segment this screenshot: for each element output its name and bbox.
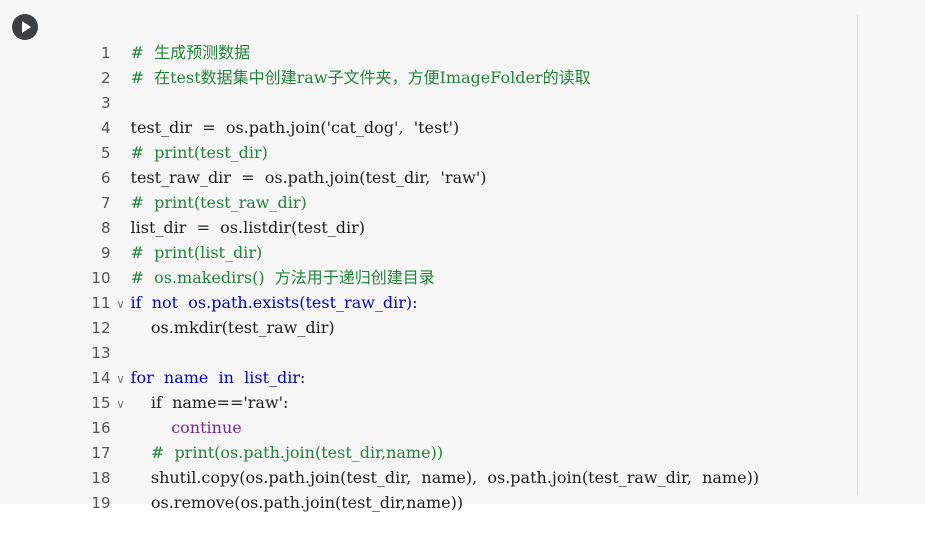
line-code: if name=='raw':: [130, 393, 289, 412]
line-code: # print(test_dir): [130, 143, 268, 162]
code-line: 3: [50, 65, 131, 112]
code-line: 17 # print(os.path.join(test_dir,name)): [50, 415, 443, 462]
run-cell-button[interactable]: [12, 14, 38, 40]
code-line: 19 os.remove(os.path.join(test_dir,name)…: [50, 465, 463, 512]
line-code: test_raw_dir = os.path.join(test_dir, 'r…: [130, 168, 487, 187]
line-number: 14: [91, 369, 111, 387]
line-code: for name in list_dir:: [130, 368, 306, 387]
line-number: 3: [100, 94, 111, 112]
code-line: 1 # 生成预测数据: [50, 15, 250, 62]
line-code: list_dir = os.listdir(test_dir): [130, 218, 365, 237]
line-number: 18: [91, 469, 111, 487]
line-code: if not os.path.exists(test_raw_dir):: [130, 293, 418, 312]
code-line: 10 # os.makedirs() 方法用于递归创建目录: [50, 240, 434, 287]
code-line: 4 test_dir = os.path.join('cat_dog', 'tes…: [50, 90, 459, 137]
chevron-down-icon[interactable]: ∨: [116, 297, 125, 311]
chevron-down-icon[interactable]: ∨: [116, 397, 125, 411]
line-code: # print(os.path.join(test_dir,name)): [130, 443, 444, 462]
code-line: 6 test_raw_dir = os.path.join(test_dir, '…: [50, 140, 486, 187]
line-number: 11: [91, 294, 111, 312]
line-code: continue: [130, 418, 242, 437]
code-line: 8 list_dir = os.listdir(test_dir): [50, 190, 365, 237]
line-number: 17: [91, 444, 111, 462]
code-line: 9 # print(list_dir): [50, 215, 262, 262]
code-line: 16 continue: [50, 390, 241, 437]
line-code: # print(test_raw_dir): [130, 193, 307, 212]
line-number: 7: [100, 194, 111, 212]
line-number: 1: [100, 44, 111, 62]
line-number: 4: [100, 119, 111, 137]
line-number: 9: [100, 244, 111, 262]
line-code: # 生成预测数据: [130, 43, 251, 62]
line-number: 6: [100, 169, 111, 187]
code-line: 15 ∨ if name=='raw':: [50, 365, 288, 412]
code-line: 18 shutil.copy(os.path.join(test_dir, na…: [50, 440, 759, 487]
line-number: 15: [91, 394, 111, 412]
code-line: 11 ∨ if not os.path.exists(test_raw_dir):: [50, 265, 417, 312]
line-code: test_dir = os.path.join('cat_dog', 'test…: [130, 118, 460, 137]
line-number: 5: [100, 144, 111, 162]
code-line: 13: [50, 315, 131, 362]
ruler-divider: [857, 15, 858, 495]
line-code: # os.makedirs() 方法用于递归创建目录: [130, 268, 435, 287]
code-line: 2 # 在test数据集中创建raw子文件夹，方便ImageFolder的读取: [50, 40, 591, 87]
line-number: 2: [100, 69, 111, 87]
line-code: os.mkdir(test_raw_dir): [130, 318, 335, 337]
line-number: 16: [91, 419, 111, 437]
line-code: # print(list_dir): [130, 243, 263, 262]
line-number: 13: [91, 344, 111, 362]
code-editor[interactable]: 1 # 生成预测数据 2 # 在test数据集中创建raw子文件夹，方便ImageF…: [50, 15, 910, 512]
line-number: 8: [100, 219, 111, 237]
code-line: 14 ∨ for name in list_dir:: [50, 340, 305, 387]
code-line: 7 # print(test_raw_dir): [50, 165, 307, 212]
line-code: shutil.copy(os.path.join(test_dir, name)…: [130, 468, 760, 487]
code-line: 5 # print(test_dir): [50, 115, 268, 162]
line-number: 12: [91, 319, 111, 337]
line-number: 10: [91, 269, 111, 287]
code-cell[interactable]: 1 # 生成预测数据 2 # 在test数据集中创建raw子文件夹，方便ImageF…: [0, 0, 925, 512]
line-code: # 在test数据集中创建raw子文件夹，方便ImageFolder的读取: [130, 68, 591, 87]
chevron-down-icon[interactable]: ∨: [116, 372, 125, 386]
code-line: 12 os.mkdir(test_raw_dir): [50, 290, 334, 337]
line-code: os.remove(os.path.join(test_dir,name)): [130, 493, 464, 512]
